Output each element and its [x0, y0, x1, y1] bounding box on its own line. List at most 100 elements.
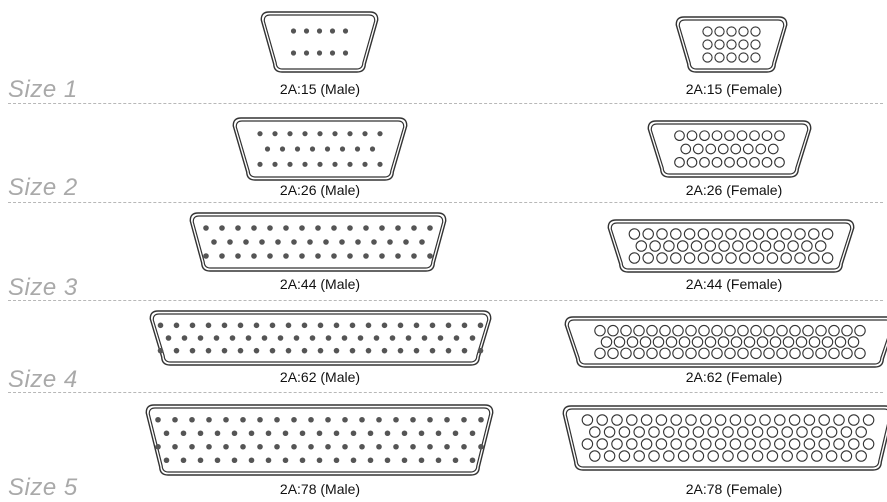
pin: [301, 322, 308, 329]
socket: [677, 450, 690, 462]
pin: [461, 347, 468, 354]
socket: [724, 130, 735, 142]
socket: [769, 336, 782, 348]
socket: [788, 438, 801, 450]
socket: [692, 450, 705, 462]
pin: [205, 347, 212, 354]
socket: [648, 426, 660, 438]
pin: [267, 253, 273, 259]
pin: [376, 443, 382, 450]
pin: [389, 335, 396, 341]
pin: [307, 239, 313, 245]
socket: [642, 252, 654, 264]
socket: [628, 252, 641, 264]
caption-male-5: 2A:78 (Male): [279, 481, 361, 497]
pin: [332, 161, 338, 167]
pin: [342, 416, 348, 423]
socket: [626, 438, 638, 450]
pin: [287, 131, 293, 137]
socket: [620, 347, 632, 360]
male-connector-5: [145, 404, 494, 476]
socket: [780, 252, 792, 264]
pin: [395, 253, 401, 259]
pin: [302, 161, 308, 167]
socket: [594, 347, 606, 360]
male-connector-4-shell-inner: [152, 313, 489, 363]
pin: [387, 239, 393, 245]
socket: [685, 347, 697, 360]
socket: [795, 336, 808, 348]
pin: [163, 457, 170, 464]
socket: [699, 156, 710, 168]
pin: [274, 416, 280, 423]
pin: [221, 347, 228, 354]
socket: [751, 426, 764, 438]
socket: [834, 336, 847, 348]
socket: [705, 143, 717, 155]
pin: [453, 335, 460, 341]
socket: [801, 240, 813, 252]
socket: [724, 156, 735, 168]
socket: [730, 336, 743, 348]
pin: [227, 239, 233, 245]
socket: [759, 438, 771, 450]
size-label-1: Size 1: [8, 76, 78, 103]
socket: [628, 228, 641, 240]
socket: [642, 228, 654, 240]
socket: [714, 438, 727, 450]
socket: [672, 324, 684, 337]
pin: [283, 225, 289, 231]
pin: [299, 430, 306, 437]
pin: [251, 225, 257, 231]
pin: [332, 131, 338, 137]
pin: [294, 146, 301, 152]
socket: [659, 347, 671, 360]
socket: [726, 39, 737, 50]
pin: [274, 443, 280, 450]
socket: [736, 130, 748, 142]
pin: [410, 416, 416, 423]
pin: [205, 322, 212, 329]
pin: [317, 161, 323, 167]
pin: [350, 430, 357, 437]
pin: [299, 253, 305, 259]
pin: [452, 457, 459, 464]
socket: [674, 130, 685, 142]
pin: [245, 335, 252, 341]
socket: [808, 336, 821, 348]
socket: [766, 450, 779, 462]
socket: [732, 240, 744, 252]
socket: [626, 414, 638, 426]
pin: [403, 239, 409, 245]
pin: [206, 416, 212, 423]
pin: [477, 347, 484, 354]
socket: [738, 26, 749, 37]
socket: [686, 156, 698, 168]
pin: [437, 335, 444, 341]
pin: [347, 225, 353, 231]
socket: [825, 426, 838, 438]
socket: [761, 156, 773, 168]
socket: [702, 26, 713, 37]
pin: [429, 322, 436, 329]
socket: [841, 324, 853, 337]
socket: [635, 240, 648, 252]
socket: [726, 26, 737, 37]
socket: [646, 324, 658, 337]
pin: [287, 161, 293, 167]
socket: [596, 414, 608, 426]
socket: [581, 414, 594, 426]
pin: [211, 239, 217, 245]
pin: [342, 28, 349, 34]
pin: [189, 322, 196, 329]
socket: [698, 324, 710, 337]
socket: [652, 336, 665, 348]
pin: [369, 146, 376, 152]
female-connector-3-shell-inner: [610, 222, 852, 270]
socket: [750, 347, 762, 360]
pin: [445, 347, 452, 354]
socket: [840, 450, 853, 462]
pin: [213, 335, 220, 341]
pin: [264, 146, 271, 152]
